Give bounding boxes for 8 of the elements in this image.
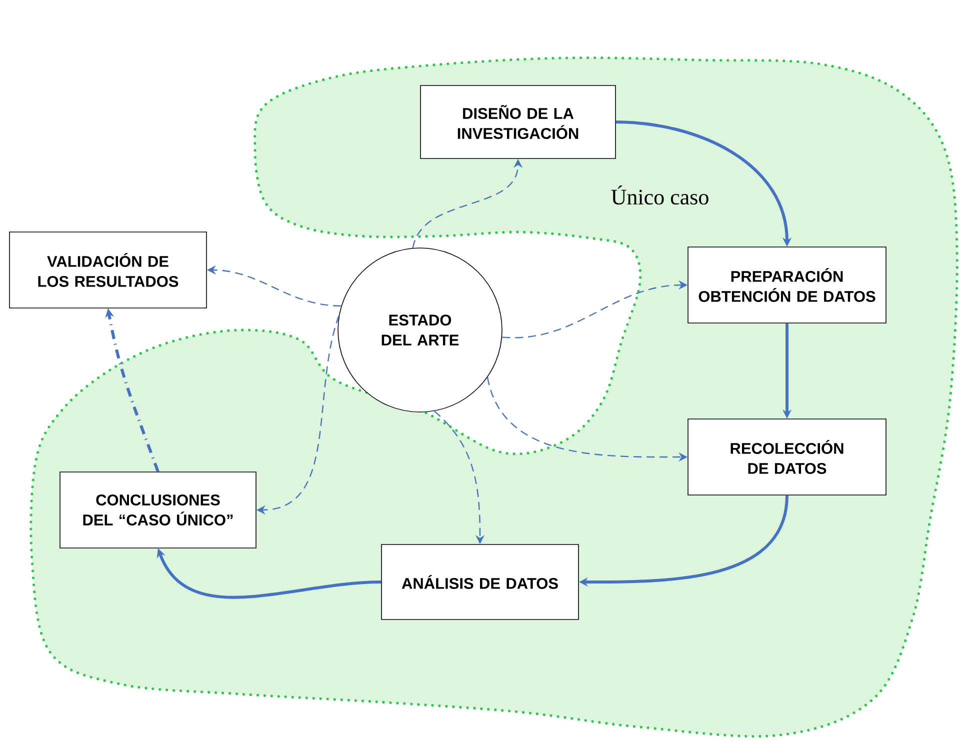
process-box: CONCLUSIONES DEL “CASO ÚNICO”	[60, 472, 256, 548]
process-box: PREPARACIÓN OBTENCIÓN DE DATOS	[688, 246, 886, 324]
region-label: Único caso	[611, 185, 708, 205]
process-box: ANÁLISIS DE DATOS	[381, 544, 579, 620]
process-box: DISEÑO DE LA INVESTIGACIÓN	[420, 85, 616, 159]
process-box: VALIDACIÓN DE LOS RESULTADOS	[9, 232, 207, 308]
process-box: RECOLECCIÓN DE DATOS	[688, 418, 886, 496]
circle-node: ESTADO DEL ARTE	[338, 248, 502, 412]
